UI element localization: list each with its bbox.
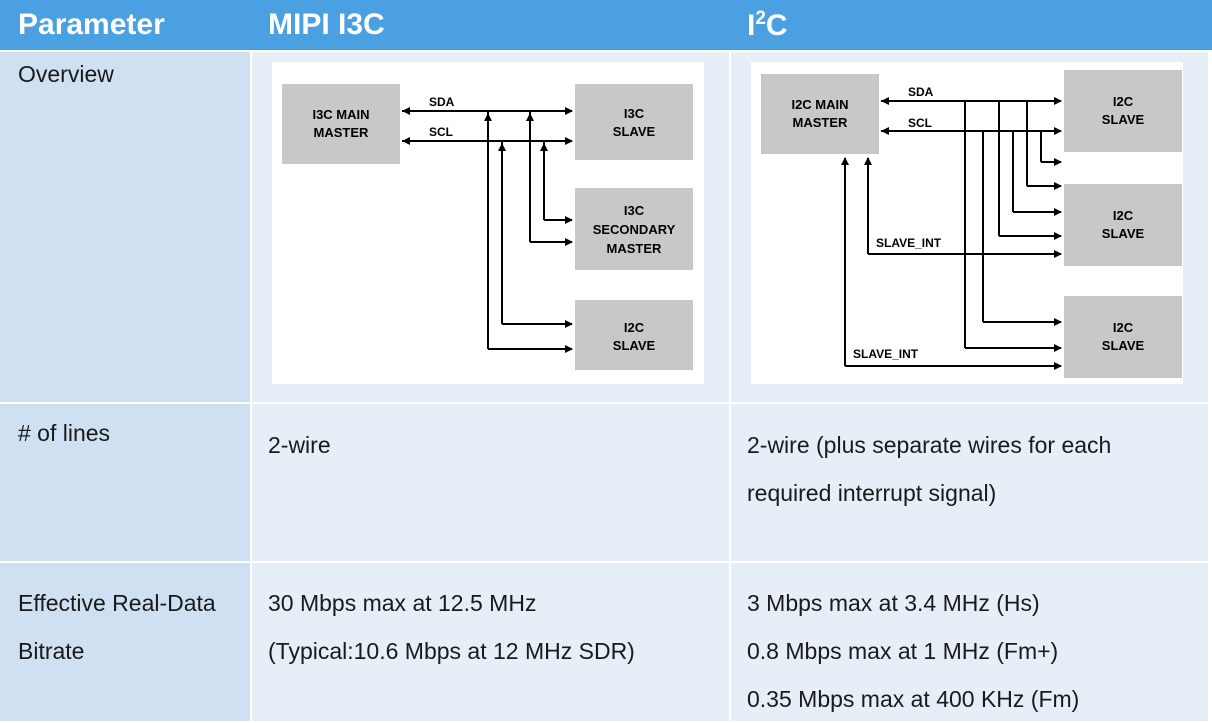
header-i3c: MIPI I3C <box>268 8 385 41</box>
i2c-slave3-line1: I2C <box>1113 320 1134 335</box>
i2c-slave-box-2 <box>1064 184 1182 266</box>
i2c-slave-int-label-1: SLAVE_INT <box>876 236 942 250</box>
overview-i3c-cell: I3C MAIN MASTER I3C SLAVE I3C SECONDARY … <box>252 52 729 402</box>
i2c-slave2-line2: SLAVE <box>1102 226 1145 241</box>
i2c-slave3-line2: SLAVE <box>1102 338 1145 353</box>
lines-i2c-cell: 2-wire (plus separate wires for each req… <box>731 404 1208 561</box>
header-i2c: I2C <box>731 0 1208 50</box>
bitrate-i2c-value-3: 0.35 Mbps max at 400 KHz (Fm) <box>747 686 1080 712</box>
i2c-slave-box-1 <box>1064 70 1182 152</box>
i3c-i2cslave-line1: I2C <box>624 320 645 335</box>
i2c-master-line1: I2C MAIN <box>791 97 848 112</box>
lines-i2c-value-2: required interrupt signal) <box>747 480 997 506</box>
i2c-wires <box>841 97 1062 370</box>
lines-i3c-value: 2-wire <box>268 432 331 458</box>
i2c-slave2-line1: I2C <box>1113 208 1134 223</box>
i3c-secondary-line1: I3C <box>624 203 645 218</box>
i2c-main-master-box <box>761 74 879 154</box>
header-i2c-sup: 2 <box>755 8 766 29</box>
lines-row: # of lines 2-wire 2-wire (plus separate … <box>0 404 1212 561</box>
i2c-master-line2: MASTER <box>793 115 849 130</box>
lines-label-cell: # of lines <box>0 404 250 561</box>
i3c-secondary-master-box <box>575 188 693 270</box>
bitrate-i2c-cell: 3 Mbps max at 3.4 MHz (Hs) 0.8 Mbps max … <box>731 563 1208 721</box>
i3c-secondary-line2: SECONDARY <box>593 222 676 237</box>
lines-label: # of lines <box>18 420 111 446</box>
i3c-master-line1: I3C MAIN <box>312 107 369 122</box>
i2c-slave-box <box>575 300 693 370</box>
bitrate-label-2: Bitrate <box>18 638 85 664</box>
bitrate-row: Effective Real-Data Bitrate 30 Mbps max … <box>0 563 1212 721</box>
i2c-sda-label: SDA <box>908 85 934 99</box>
lines-i3c-cell: 2-wire <box>252 404 729 561</box>
overview-label-cell: Overview <box>0 52 250 402</box>
i3c-slave-line2: SLAVE <box>613 124 656 139</box>
header-i2c-base: I <box>747 9 756 42</box>
bitrate-i2c-value-1: 3 Mbps max at 3.4 MHz (Hs) <box>747 590 1040 616</box>
i3c-sda-label: SDA <box>429 95 455 109</box>
bitrate-label-cell: Effective Real-Data Bitrate <box>0 563 250 721</box>
i2c-topology-svg: I2C MAIN MASTER I2C SLAVE I2C SLAVE I2C … <box>761 70 1182 378</box>
i2c-slave1-line2: SLAVE <box>1102 112 1145 127</box>
i3c-topology-svg: I3C MAIN MASTER I3C SLAVE I3C SECONDARY … <box>282 84 693 370</box>
i2c-slave-int-label-2: SLAVE_INT <box>853 347 919 361</box>
bitrate-i2c-value-2: 0.8 Mbps max at 1 MHz (Fm+) <box>747 638 1059 664</box>
lines-i2c-value-1: 2-wire (plus separate wires for each <box>747 432 1112 458</box>
i3c-slave-box <box>575 84 693 160</box>
i2c-scl-label: SCL <box>908 116 932 130</box>
overview-row: Overview I3C MAIN MASTER I3C SLAVE <box>0 52 1212 402</box>
i3c-slave-line1: I3C <box>624 106 645 121</box>
header-row: Parameter MIPI I3C I2C <box>0 0 1212 50</box>
i3c-wires <box>402 107 573 353</box>
header-parameter: Parameter <box>18 8 165 41</box>
overview-i2c-cell: I2C MAIN MASTER I2C SLAVE I2C SLAVE I2C … <box>731 52 1208 402</box>
i3c-scl-label: SCL <box>429 125 453 139</box>
i2c-topology-diagram: I2C MAIN MASTER I2C SLAVE I2C SLAVE I2C … <box>751 62 1183 384</box>
i3c-i2cslave-line2: SLAVE <box>613 338 656 353</box>
i3c-main-master-box <box>282 84 400 164</box>
bitrate-i3c-value-2: (Typical:10.6 Mbps at 12 MHz SDR) <box>268 638 635 664</box>
i2c-slave-box-3 <box>1064 296 1182 378</box>
bitrate-i3c-cell: 30 Mbps max at 12.5 MHz (Typical:10.6 Mb… <box>252 563 729 721</box>
header-i2c-tail: C <box>765 9 788 42</box>
i2c-slave1-line1: I2C <box>1113 94 1134 109</box>
i3c-topology-diagram: I3C MAIN MASTER I3C SLAVE I3C SECONDARY … <box>272 62 704 384</box>
i3c-master-line2: MASTER <box>314 125 370 140</box>
i3c-secondary-line3: MASTER <box>607 241 663 256</box>
bitrate-i3c-value-1: 30 Mbps max at 12.5 MHz <box>268 590 537 616</box>
bitrate-label-1: Effective Real-Data <box>18 590 216 616</box>
overview-label: Overview <box>18 61 114 87</box>
